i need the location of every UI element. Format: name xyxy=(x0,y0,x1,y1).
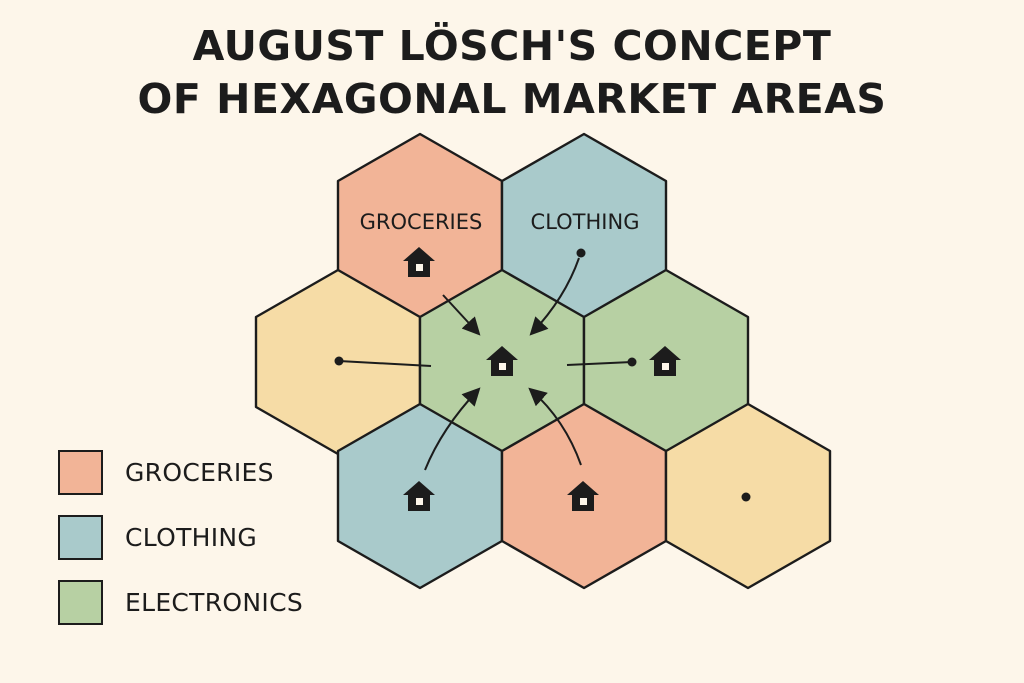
legend-item-groceries: GROCERIES xyxy=(58,448,303,496)
legend-label-groceries: GROCERIES xyxy=(125,457,274,487)
legend-item-clothing: CLOTHING xyxy=(58,513,303,561)
legend-swatch-groceries xyxy=(58,449,103,495)
legend-swatch-clothing xyxy=(58,514,103,560)
market-center-dot xyxy=(741,492,751,502)
arrow-from-top-left xyxy=(442,294,481,336)
arrow-from-top-right xyxy=(529,257,580,336)
connector-left xyxy=(338,360,432,367)
title-line-2: OF HEXAGONAL MARKET AREAS xyxy=(137,75,887,123)
hex-label-clothing: CLOTHING xyxy=(531,210,640,234)
legend-swatch-electronics xyxy=(58,579,103,625)
connector-right xyxy=(566,361,633,366)
arrow-from-bottom-middle xyxy=(528,387,582,466)
legend-label-electronics: ELECTRONICS xyxy=(125,587,303,617)
legend-label-clothing: CLOTHING xyxy=(125,522,258,552)
title-line-1: AUGUST LÖSCH'S CONCEPT xyxy=(192,22,832,70)
arrow-from-bottom-left xyxy=(424,387,481,471)
legend-item-electronics: ELECTRONICS xyxy=(58,578,303,626)
diagram-title: AUGUST LÖSCH'S CONCEPT OF HEXAGONAL MARK… xyxy=(0,20,1024,126)
market-center-dot xyxy=(576,248,586,258)
hex-label-groceries: GROCERIES xyxy=(360,210,483,234)
legend: GROCERIES CLOTHING ELECTRONICS xyxy=(58,448,303,643)
